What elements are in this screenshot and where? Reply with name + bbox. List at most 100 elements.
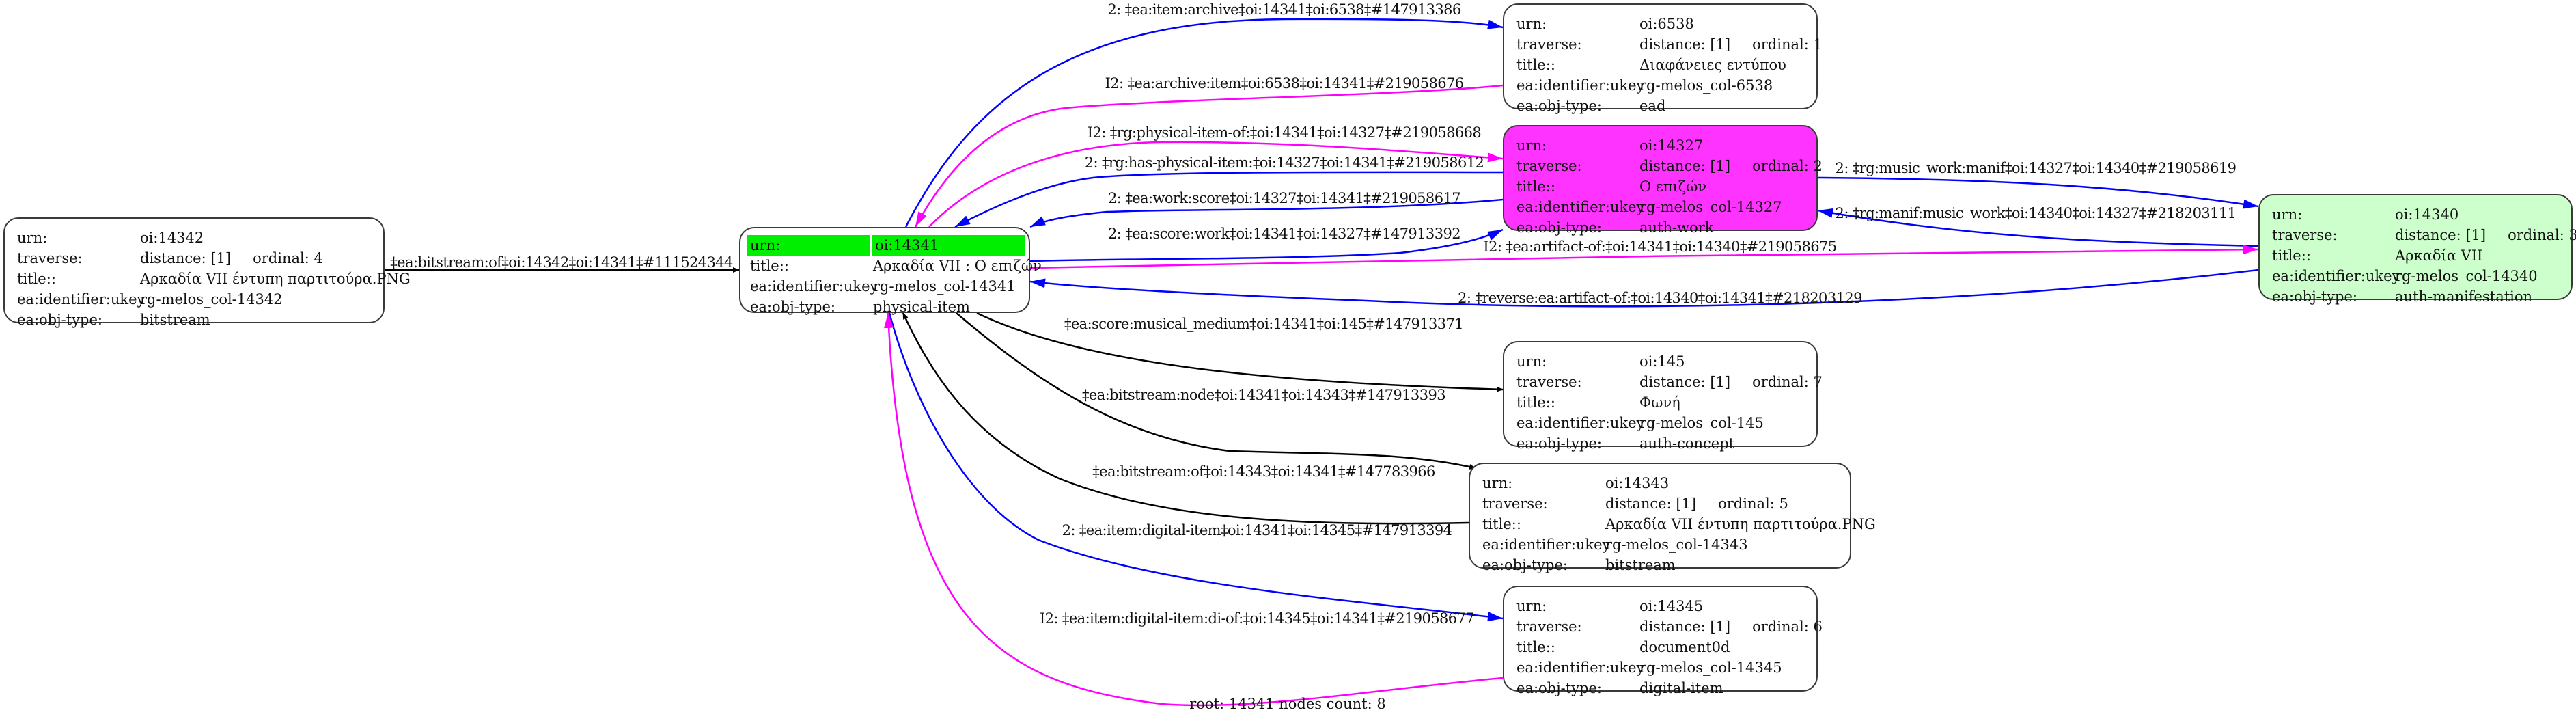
field-objtype: ea:obj-type:digital-item (1514, 678, 1816, 698)
field-value: rg-melos_col-14327 (1639, 199, 1782, 215)
field-objtype: ea:obj-type:bitstream (14, 310, 383, 330)
field-traverse: traverse:distance: [1]ordinal: 6 (1514, 616, 1823, 637)
edge-14327-to-14341 (954, 171, 1504, 228)
field-label: ea:obj-type: (750, 299, 835, 315)
field-value: Αρκαδία VII έντυπη παρτιτούρα.PNG (1605, 516, 1876, 532)
edge-label: ‡ea:bitstream:of‡oi:14343‡oi:14341‡#1477… (1092, 463, 1435, 480)
edge-label: 2: ‡ea:item:digital-item‡oi:14341‡oi:143… (1062, 522, 1452, 539)
edge-label: I2: ‡rg:physical-item-of:‡oi:14341‡oi:14… (1087, 124, 1482, 141)
field-title: title::Αρκαδία VII (2269, 245, 2571, 266)
field-traverse: traverse:distance: [1]ordinal: 2 (1514, 156, 1823, 176)
traverse-ordinal: ordinal: 3 (2508, 227, 2576, 243)
node-oi-145[interactable]: urn:oi:145 traverse:distance: [1]ordinal… (1503, 341, 1823, 452)
field-value: bitstream (140, 312, 210, 328)
root-node-oi-14341[interactable]: urn:oi:14341 title::Αρκαδία VII : Ο επιζ… (739, 227, 1042, 315)
field-title: title::Αρκαδία VII έντυπη παρτιτούρα.PNG (1480, 514, 1876, 534)
edge-label: 2: ‡rg:manif:music_work‡oi:14340‡oi:1432… (1835, 205, 2236, 221)
field-value: Φωνή (1639, 394, 1680, 411)
field-traverse: traverse:distance: [1]ordinal: 1 (1514, 34, 1823, 55)
field-label: ea:identifier:ukey (1516, 415, 1645, 431)
field-title: title::Αρκαδία VII έντυπη παρτιτούρα.PNG (14, 269, 411, 289)
field-label: ea:obj-type: (1482, 557, 1568, 573)
edge-label: I2: ‡ea:archive:item‡oi:6538‡oi:14341‡#2… (1105, 75, 1464, 92)
graph-summary: root: 14341 nodes count: 8 (1189, 696, 1386, 712)
edge-14327-to-14340 (1817, 176, 2259, 209)
edge-14341-to-14343 (956, 312, 1476, 470)
field-label: ea:obj-type: (1516, 680, 1602, 696)
edge-14343-to-14341 (902, 312, 1469, 525)
node-oi-14343[interactable]: urn:oi:14343 traverse:distance: [1]ordin… (1469, 463, 1876, 573)
edge-label: 2: ‡reverse:ea:artifact-of:‡oi:14340‡oi:… (1458, 290, 1862, 306)
edge-label: 2: ‡rg:music_work:manif‡oi:14327‡oi:1434… (1835, 160, 2236, 176)
edge-label: 2: ‡ea:item:archive‡oi:14341‡oi:6538‡#14… (1107, 1, 1461, 18)
traverse-ordinal: ordinal: 2 (1752, 158, 1823, 174)
field-value: auth-concept (1639, 435, 1735, 452)
field-label: title:: (1516, 394, 1555, 411)
field-title: title::Διαφάνειες εντύπου (1514, 55, 1816, 75)
node-oi-6538[interactable]: urn:oi:6538 traverse:distance: [1]ordina… (1503, 3, 1823, 114)
field-value: bitstream (1605, 557, 1676, 573)
field-urn: urn:oi:14327 (1514, 135, 1816, 156)
field-label: urn: (1516, 598, 1547, 614)
field-label: traverse: (1516, 374, 1582, 390)
field-value: oi:14341 (872, 235, 1025, 256)
edge-label: 2: ‡ea:score:work‡oi:14341‡oi:14327‡#147… (1108, 226, 1461, 242)
field-urn: urn:oi:14341 (747, 235, 1029, 256)
field-value: oi:14342 (140, 230, 204, 246)
node-oi-14340[interactable]: urn:oi:14340 traverse:distance: [1]ordin… (2258, 194, 2576, 305)
field-label: traverse: (1482, 495, 1548, 512)
field-objtype: ea:obj-type:auth-concept (1514, 433, 1816, 454)
field-label: title:: (750, 258, 789, 274)
field-value: oi:14345 (1639, 598, 1704, 614)
field-label: traverse: (1516, 158, 1582, 174)
traverse-distance: distance: [1] (1639, 618, 1731, 635)
field-label: ea:identifier:ukey (1516, 199, 1645, 215)
field-objtype: ea:obj-type:ead (1514, 96, 1816, 116)
node-oi-14342[interactable]: urn:oi:14342 traverse:distance: [1]ordin… (3, 217, 411, 328)
edge-label: I2: ‡ea:artifact-of:‡oi:14341‡oi:14340‡#… (1483, 239, 1837, 255)
field-value: ead (1639, 98, 1666, 114)
field-label: ea:obj-type: (2272, 288, 2357, 305)
edge-14340-to-14327 (1817, 208, 2259, 247)
field-value: Διαφάνειες εντύπου (1639, 57, 1786, 73)
edge-label: I2: ‡ea:item:digital-item:di-of:‡oi:1434… (1039, 610, 1475, 627)
edge-14341-to-14345 (888, 312, 1504, 622)
field-value: oi:145 (1639, 353, 1685, 370)
field-value: oi:14343 (1605, 475, 1670, 491)
field-label: urn: (747, 235, 870, 256)
edge-14327-to-14341 (1029, 198, 1504, 228)
field-value: physical-item (873, 299, 970, 315)
field-title: title::Αρκαδία VII : Ο επιζών (747, 256, 1042, 276)
field-label: title:: (1516, 57, 1555, 73)
field-value: rg-melos_col-14343 (1605, 536, 1748, 553)
field-urn: urn: oi:14345 (1514, 596, 1816, 616)
node-oi-14327[interactable]: urn:oi:14327 traverse:distance: [1]ordin… (1503, 125, 1823, 236)
traverse-ordinal: ordinal: 6 (1752, 618, 1823, 635)
field-value: rg-melos_col-14342 (140, 291, 283, 308)
edge-label: ‡ea:score:musical_medium‡oi:14341‡oi:145… (1064, 316, 1464, 332)
field-value: rg-melos_col-6538 (1639, 77, 1773, 94)
field-label: traverse: (1516, 36, 1582, 53)
field-urn: urn:oi:6538 (1514, 14, 1816, 34)
traverse-distance: distance: [1] (1639, 374, 1731, 390)
node-oi-14345[interactable]: urn:oi:14345 traverse:distance: [1]ordin… (1503, 586, 1823, 696)
traverse-distance: distance: [1] (140, 250, 232, 267)
field-traverse: traverse:distance: [1]ordinal: 7 (1514, 372, 1823, 392)
field-value: auth-manifestation (2395, 288, 2533, 305)
field-traverse: traverse:distance: [1]ordinal: 5 (1480, 493, 1850, 514)
edge-label: ‡ea:bitstream:node‡oi:14341‡oi:14343‡#14… (1082, 387, 1446, 403)
edge-14341-to-14327 (1029, 228, 1504, 262)
field-label: traverse: (17, 250, 83, 267)
field-label: title:: (1516, 178, 1555, 195)
traverse-ordinal: ordinal: 1 (1752, 36, 1823, 53)
field-value: Αρκαδία VII έντυπη παρτιτούρα.PNG (140, 271, 411, 287)
field-value: oi:14327 (1639, 137, 1704, 154)
field-label: title:: (2272, 247, 2311, 264)
